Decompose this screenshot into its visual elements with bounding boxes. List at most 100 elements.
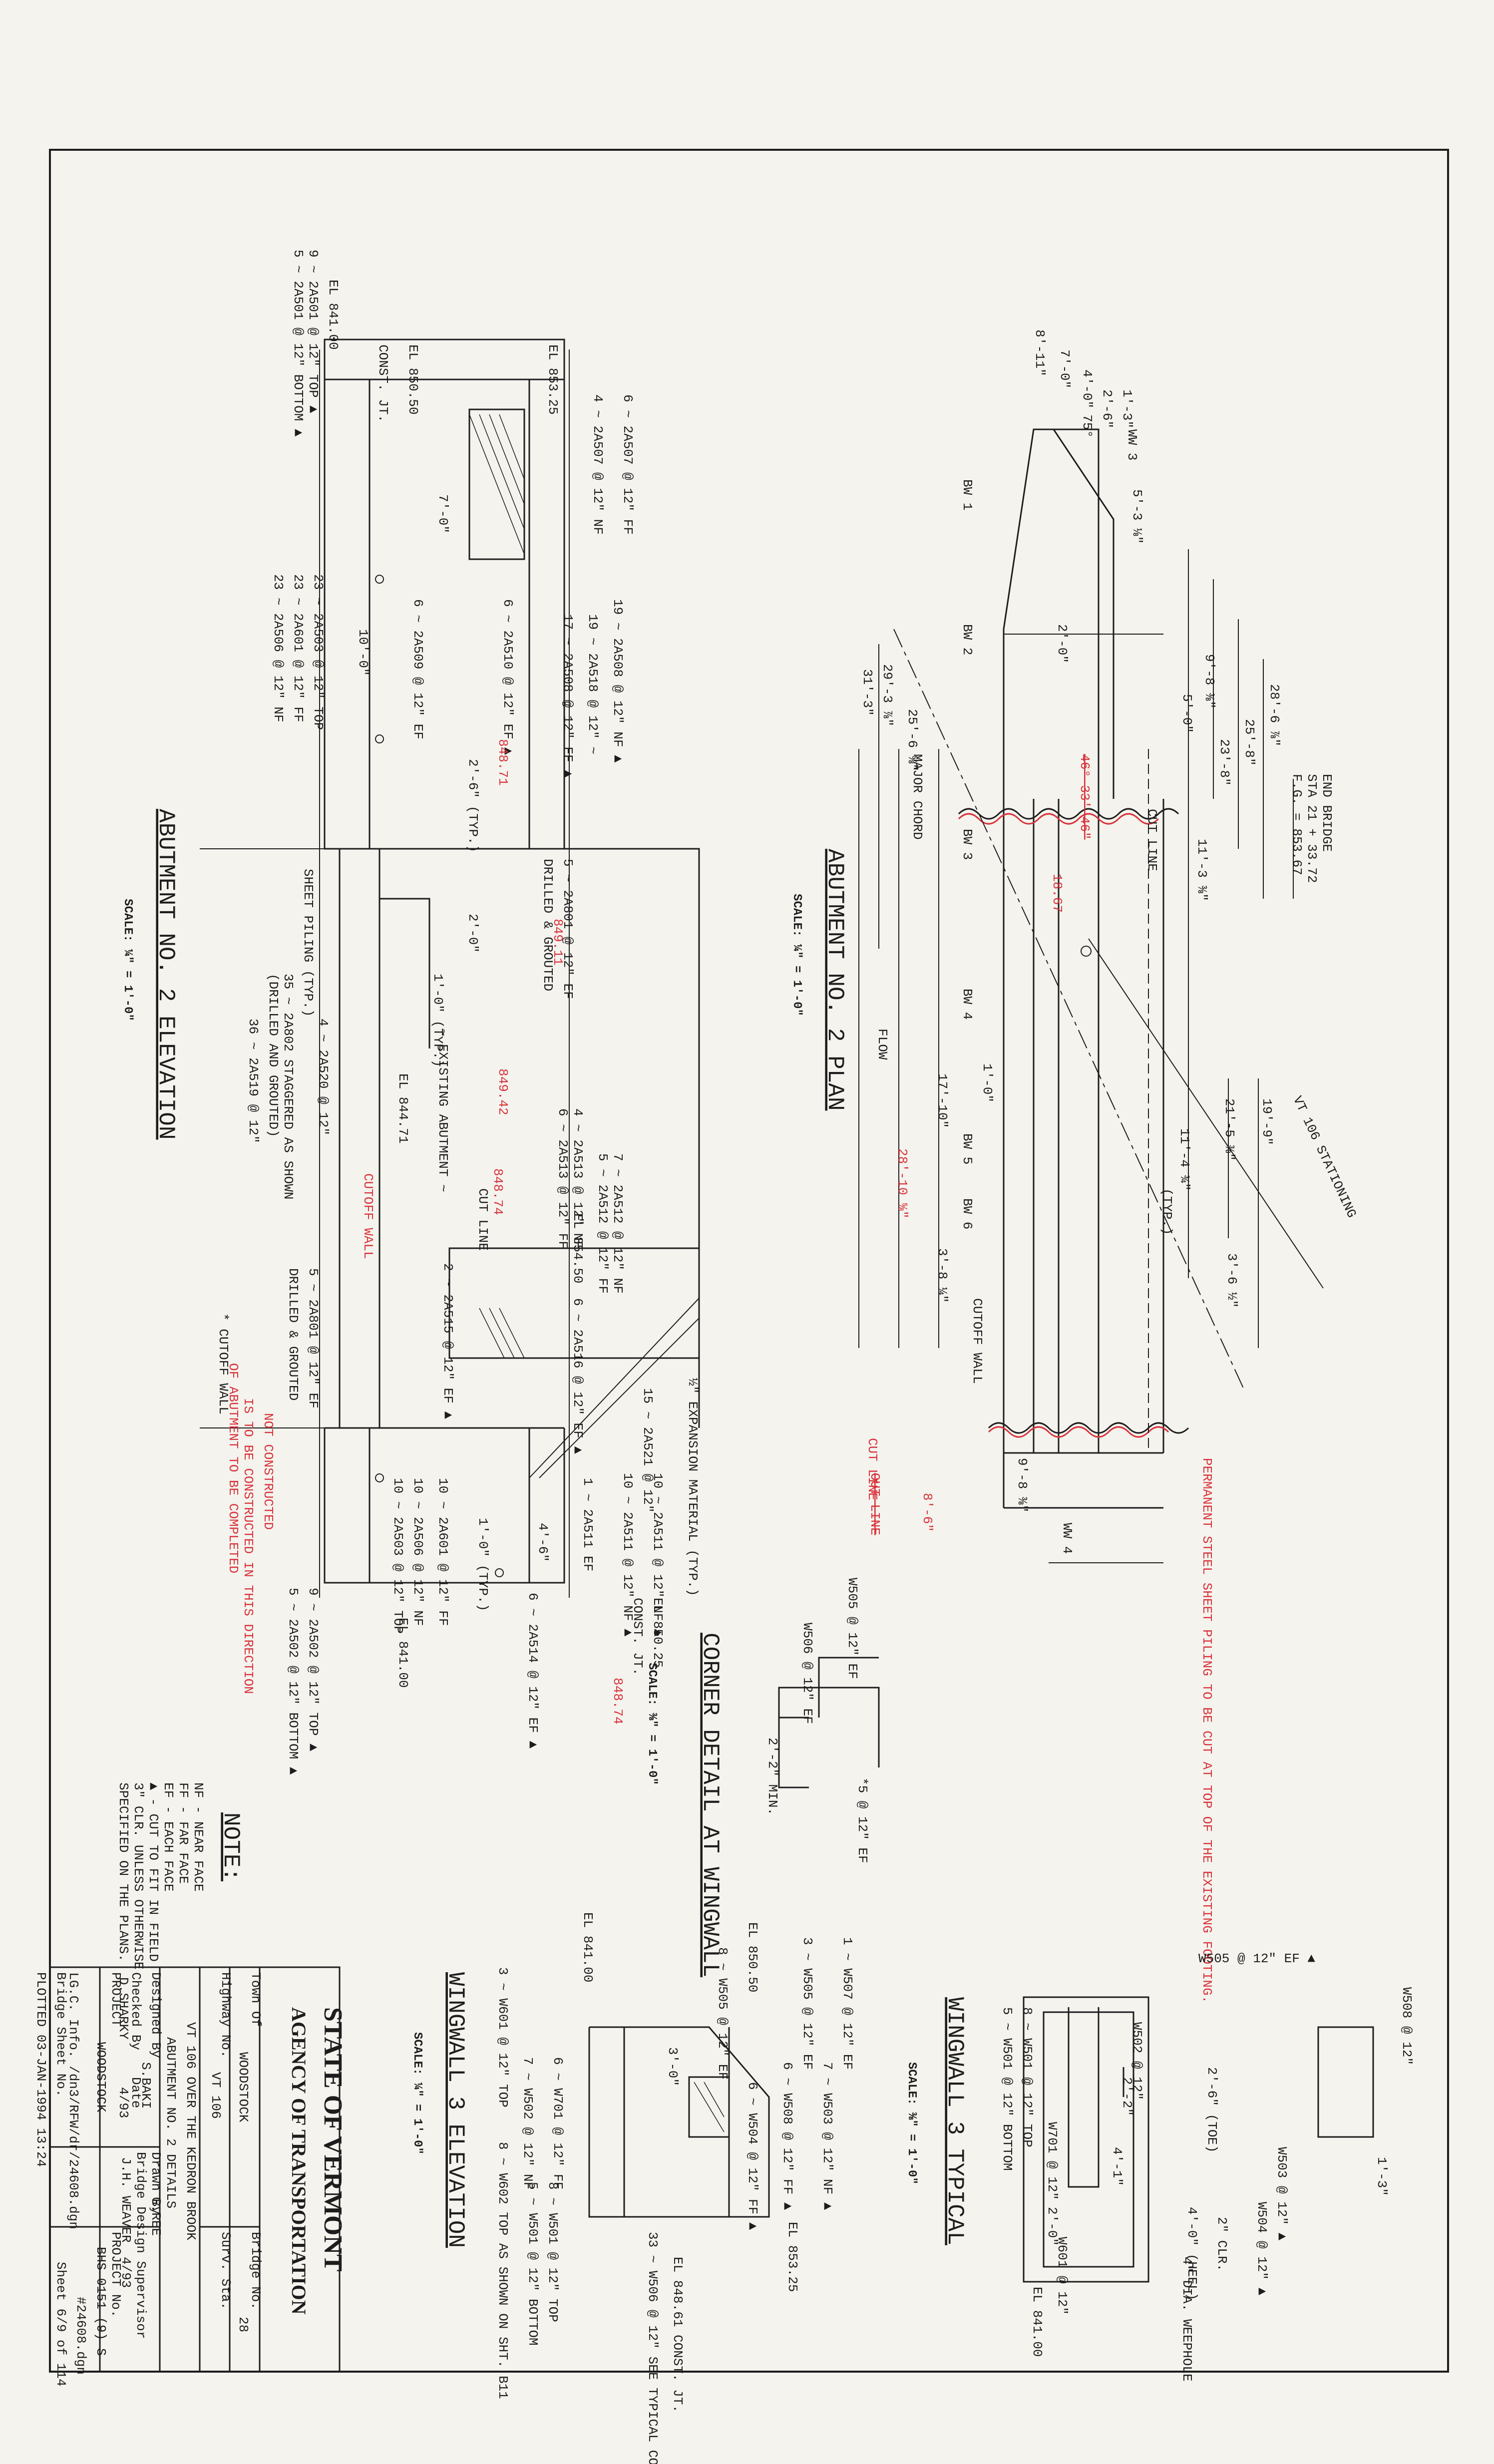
highway-label: Highway No. (218, 1972, 233, 2058)
designed-value: S.BAKI (138, 2062, 153, 2109)
corner-label: *5 @ 12" EF (855, 1777, 870, 1863)
plan-view (858, 428, 1324, 1563)
plan-struck-label: 46°-33'-46" (1077, 754, 1092, 840)
survey-label: Surv. Sta. (218, 2232, 233, 2310)
wingwall-elevation (588, 2026, 770, 2218)
note: NOTE: NF - NEAR FACE FF - FAR FACE EF - … (116, 1782, 244, 1969)
elevation-red-label: 849.11 (550, 919, 565, 966)
corner-text: CORNER DETAIL AT WINGWALL SCALE: ⅜" = 1'… (645, 1578, 870, 1977)
title-block-text: STATE OF VERMONT AGENCY OF TRANSPORTATIO… (33, 1972, 347, 2387)
project-description: VT 106 OVER THE KEDRON BROOK (183, 2022, 198, 2240)
plan-label: WW 3 (1124, 429, 1139, 460)
wingwall-typical-title: WINGWALL 3 TYPICAL (942, 1997, 968, 2245)
elevation-label: 6 ~ 2A509 @ 12" EF (410, 599, 425, 739)
plan-red-label: CUT LINE (865, 1438, 880, 1500)
drawn-label: Drawn By (148, 2152, 163, 2214)
elevation-label: DRILLED & GROUTED (540, 859, 555, 991)
elevation-label: 23 ~ 2A506 @ 12" NF (271, 574, 286, 722)
elevation-label: 10 ~ 2A503 @ 12" TOP (390, 1478, 405, 1634)
wingwall-typical (1023, 1996, 1374, 2283)
plan-label: 7'-0" (1057, 350, 1072, 388)
plan-label: 2'-0" (1055, 624, 1070, 663)
plan-label: 11'-3 ⅜" (1194, 839, 1209, 901)
plan-red-label: 8'-6" (920, 1493, 935, 1532)
wingwall-elevation-title: WINGWALL 3 ELEVATION (442, 1972, 468, 2248)
elevation-label: 19 ~ 2A518 @ 12" ~ (585, 614, 600, 754)
plan-label: 25'-8" (1242, 719, 1257, 766)
wingwall-elevation-label: 5 ~ W501 @ 12" BOTTOM (525, 2182, 540, 2346)
dgn-code: #24608.dgn (73, 2297, 88, 2375)
plan-label: END BRIDGE (1319, 774, 1334, 852)
plan-label: BW 1 (960, 479, 975, 510)
designed-label: Designed By (148, 1972, 163, 2058)
wingwall-elevation-label: 6 ~ W504 @ 12" FF ▲ (745, 2082, 760, 2230)
elevation-label: 15 ~ 2A521 @ 12" (640, 1388, 655, 1513)
elevation-label: 1 ~ 2A511 EF (580, 1478, 595, 1571)
bridge-no-label: Bridge No. (248, 2232, 263, 2310)
wingwall-elevation-label: 8 ~ W602 TOP AS SHOWN ON SHT. B11 (495, 2142, 510, 2399)
elevation-label: 5 ~ 2A801 @ 12" EF (560, 859, 575, 999)
plan-struck-label: OUT LINE (867, 1473, 882, 1535)
elevation-label: 6 ~ 2A510 @ 12" EF ▲ (500, 599, 515, 755)
plan-label: MAJOR CHORD (910, 754, 925, 840)
elevation-label: 6 ~ 2A513 @ 12" FF (555, 1108, 570, 1249)
plan-label: 28'-6 ⅞" (1267, 684, 1282, 746)
elevation-label: 2'-0" (465, 914, 480, 953)
plan-label: 9'-8 ⅜" (1015, 1458, 1030, 1512)
elevation-red-label: NOT CONSTRUCTED (261, 1413, 276, 1530)
lgc-info: LG.C. Info. /dn3/RFW/dr/24608.dgn (66, 1972, 81, 2229)
elevation-label: 2'-6" (TYP.) (465, 759, 480, 852)
elevation-label: SHEET PILING (TYP.) (301, 869, 316, 1017)
project-no-label: PROJECT No. (108, 2232, 123, 2318)
plan-label: 5'-0" (1179, 694, 1194, 733)
wingwall-typical-scale: SCALE: ⅜" = 1'-0" (905, 2062, 918, 2184)
wingwall-typical-label: 2'-0" (1045, 2207, 1060, 2246)
plan-label: CUTOFF WALL (970, 1298, 985, 1384)
elevation-view (200, 339, 700, 1598)
wingwall-typical-label: W601 @ 12" (1055, 2237, 1070, 2315)
elevation-label: 23 ~ 2A601 @ 12" FF (291, 574, 306, 722)
plan-red-label: 18.67 (1050, 874, 1065, 913)
plotted-stamp: PLOTTED 03-JAN-1994 13:24 (33, 1972, 48, 2167)
wingwall-elevation-label: EL 841.00 (580, 1912, 595, 1982)
wingwall-typical-label: 2'-2" (1120, 2077, 1134, 2116)
plan-label: BW 5 (960, 1133, 975, 1164)
wingwall-elevation-label: 8 ~ W501 @ 12" TOP (545, 2182, 560, 2322)
wingwall-elevation-label: 6 ~ W701 @ 12" FF (550, 2057, 565, 2189)
wingwall-typical-label: W503 @ 12" ▲ (1274, 2147, 1289, 2241)
wingwall-typical-label: 2" CLR. (1214, 2217, 1229, 2271)
elevation-label: 4 ~ 2A513 @ 12" NF (570, 1108, 585, 1249)
town-value: WOODSTOCK (236, 2052, 251, 2122)
elevation-label: 2 ~ 2A515 @ 12" EF ▲ (440, 1263, 455, 1419)
supervisor-label: Bridge Design Supervisor (133, 2152, 148, 2339)
elevation-label: 10'-0" (356, 629, 371, 676)
project-town: WOODSTOCK (93, 2042, 108, 2112)
elevation-label: CONST. JT. (630, 1598, 645, 1676)
bridge-no-value: 28 (236, 2317, 251, 2332)
wingwall-elevation-label: 8 ~ W505 @ 12" EF (715, 1947, 730, 2080)
title-block (49, 1966, 341, 2373)
elevation-red-label: 848.74 (490, 1168, 505, 1215)
elevation-label: CONST. JT. (375, 345, 390, 422)
plan-label: 5'-3 ⅛" (1129, 489, 1144, 544)
elevation-label: 9 ~ 2A501 @ 12" TOP ▲ (306, 250, 321, 413)
plan-label: F.G. = 853.67 (1289, 774, 1304, 875)
elevation-label: EL 853.25 (545, 345, 560, 414)
plan-label: 3'-6 ½" (1224, 1253, 1239, 1308)
note-line: NF - NEAR FACE (191, 1782, 206, 1891)
wingwall-typical-label: 4" DIA. WEEPHOLE (1179, 2257, 1194, 2382)
note-line: SPECIFIED ON THE PLANS. (116, 1782, 131, 1962)
wingwall-typical-label: 4'-1" (1110, 2147, 1124, 2186)
elevation-text: ABUTMENT NO. 2 ELEVATION SCALE: ¼" = 1'-… (121, 250, 700, 1775)
elevation-label: DRILLED & GROUTED (286, 1268, 301, 1401)
wingwall-elevation-label: 3'-0" (665, 2047, 680, 2086)
elevation-scale: SCALE: ¼" = 1'-0" (121, 899, 134, 1021)
elevation-red-label: 849.42 (495, 1068, 510, 1115)
elevation-red-label: 848.71 (495, 739, 510, 786)
date-value: 4/93 (116, 2087, 131, 2118)
plan-label: 8'-11" (1032, 330, 1047, 376)
wingwall-typical-label: EL 841.00 (1030, 2287, 1045, 2357)
wingwall-typical-label: W701 @ 12" (1045, 2122, 1060, 2200)
plan-label: 1'-0" (980, 1063, 995, 1102)
